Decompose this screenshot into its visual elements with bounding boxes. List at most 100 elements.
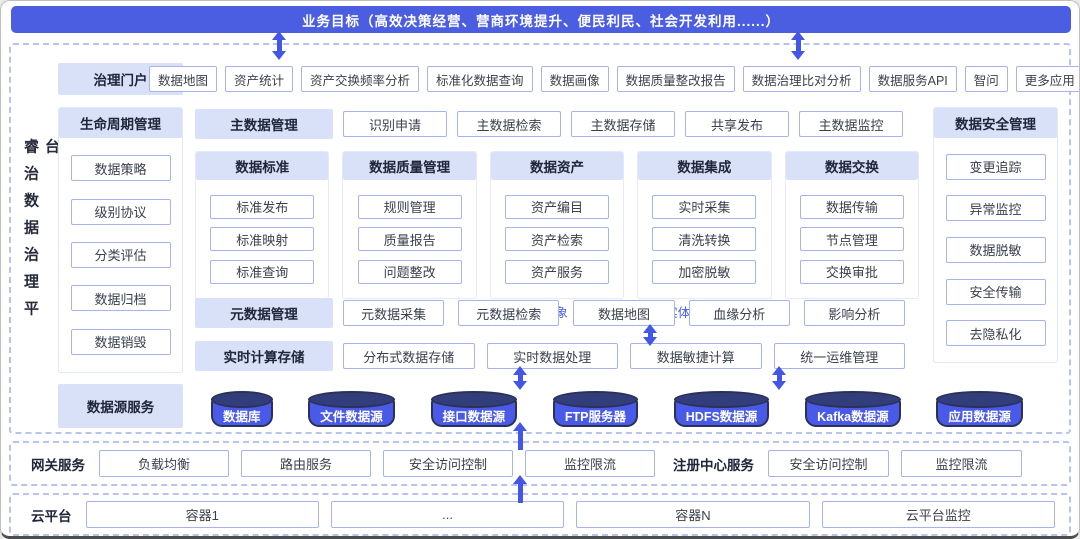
module-box: 元数据采集 <box>343 300 445 326</box>
datasource-label: 文件数据源 <box>320 410 383 424</box>
module-box: 影响分析 <box>803 300 906 326</box>
module-group-data-asset: 数据资产 资产编目 资产检索 资产服务 检核对象 <box>489 151 625 320</box>
module-box: 数据传输 <box>799 194 904 219</box>
portal-item: 数据治理比对分析 <box>742 66 861 92</box>
module-box: 去隐私化 <box>945 320 1046 347</box>
module-box: 分类评估 <box>70 241 171 268</box>
module-box: 主数据监控 <box>799 111 903 137</box>
portal-item: 数据地图 <box>149 66 218 92</box>
module-box: 数据销毁 <box>70 328 171 355</box>
datasource-label: 数据库 <box>223 410 261 424</box>
database-cylinder-icon: 接口数据源 <box>430 391 518 427</box>
up-arrow-icon <box>513 475 528 503</box>
container-box: 云平台监控 <box>821 501 1055 528</box>
datasource-label: FTP服务器 <box>564 410 626 424</box>
module-box: 安全传输 <box>945 278 1046 305</box>
master-data-header: 主数据管理 <box>195 109 333 139</box>
module-box: 共享发布 <box>685 111 789 137</box>
module-group-data-exchange: 数据交换 数据传输 节点管理 交换审批 <box>784 151 920 299</box>
database-cylinder-icon: HDFS数据源 <box>673 391 770 427</box>
service-box: 负载均衡 <box>99 450 229 477</box>
module-box: 异常监控 <box>945 195 1046 222</box>
service-box: 监控限流 <box>901 450 1022 477</box>
datasource-header: 数据源服务 <box>58 384 183 428</box>
service-box: 安全访问控制 <box>383 450 513 477</box>
cloud-platform-container: 云平台 容器1 ... 容器N 云平台监控 <box>9 493 1071 536</box>
portal-item: 智问 <box>964 66 1008 92</box>
portal-item: 标准化数据查询 <box>427 66 533 92</box>
service-box: 路由服务 <box>241 450 371 477</box>
security-group: 数据安全管理 变更追踪 异常监控 数据脱敏 安全传输 去隐私化 <box>933 107 1058 363</box>
database-cylinder-icon: 文件数据源 <box>308 391 395 427</box>
module-box: 实时采集 <box>652 194 757 219</box>
up-arrow-icon <box>513 422 528 450</box>
gateway-label: 网关服务 <box>31 457 85 473</box>
lifecycle-group: 生命周期管理 数据策略 级别协议 分类评估 数据归档 数据销毁 <box>58 107 183 373</box>
portal-item: 数据质量整改报告 <box>616 66 735 92</box>
service-box: 安全访问控制 <box>768 450 889 477</box>
datasource-label: 接口数据源 <box>442 410 506 424</box>
module-box: 清洗转换 <box>652 227 757 251</box>
module-box: 质量报告 <box>357 227 462 251</box>
module-box: 标准映射 <box>210 227 315 251</box>
double-arrow-icon <box>513 366 528 390</box>
module-box: 加密脱敏 <box>652 259 757 284</box>
module-group-header: 数据质量管理 <box>343 152 476 180</box>
module-box: 数据敏捷计算 <box>630 343 762 369</box>
portal-item: 更多应用 <box>1015 66 1079 92</box>
platform-container: 睿治数据治理平台 治理门户 数据地图 资产统计 资产交换频率分析 标准化数据查询… <box>9 43 1079 434</box>
registry-center-label: 注册中心服务 <box>673 457 754 473</box>
module-group-header: 数据集成 <box>638 152 771 180</box>
datasource-label: Kafka数据源 <box>817 410 889 424</box>
gateway-container: 网关服务 负载均衡 路由服务 安全访问控制 监控限流 注册中心服务 安全访问控制… <box>9 441 1071 486</box>
realtime-header: 实时计算存储 <box>195 341 333 371</box>
database-cylinder-icon: Kafka数据源 <box>805 391 901 427</box>
platform-title: 睿治数据治理平台 <box>22 137 60 327</box>
double-arrow-icon <box>772 366 787 390</box>
module-group-header: 数据交换 <box>785 152 919 180</box>
module-group-data-integration: 数据集成 实时采集 清洗转换 加密脱敏 实体定位 <box>637 151 772 320</box>
portal-item: 资产交换频率分析 <box>301 66 420 92</box>
module-group-header: 数据资产 <box>490 152 624 180</box>
business-goal-banner: 业务目标（高效决策经营、营商环境提升、便民利民、社会开发利用......） <box>11 6 1071 33</box>
portal-item: 数据画像 <box>540 66 609 92</box>
module-group-data-standard: 数据标准 标准发布 标准映射 标准查询 <box>195 151 330 299</box>
module-group-data-quality: 数据质量管理 规则管理 质量报告 问题整改 标准元数据 <box>342 151 477 320</box>
datasource-label: 应用数据源 <box>948 410 1011 424</box>
module-box: 资产服务 <box>505 259 610 284</box>
metadata-items-row: 元数据采集 元数据检索 数据地图 血缘分析 影响分析 <box>343 300 906 326</box>
double-arrow-icon <box>791 31 806 60</box>
portal-items-row: 数据地图 资产统计 资产交换频率分析 标准化数据查询 数据画像 数据质量整改报告… <box>149 66 1079 92</box>
service-box: 监控限流 <box>525 450 655 477</box>
module-box: 主数据存储 <box>571 111 675 137</box>
module-box: 数据归档 <box>70 285 171 312</box>
lifecycle-header: 生命周期管理 <box>59 108 182 138</box>
container-box: ... <box>330 501 565 528</box>
cloud-platform-label: 云平台 <box>31 508 72 524</box>
master-data-items-row: 识别申请 主数据检索 主数据存储 共享发布 主数据监控 <box>343 111 903 137</box>
module-box: 交换审批 <box>799 259 904 284</box>
module-box: 规则管理 <box>357 194 462 219</box>
module-box: 数据地图 <box>573 300 675 326</box>
module-box: 问题整改 <box>357 259 462 284</box>
module-box: 数据策略 <box>70 155 171 182</box>
module-box: 标准发布 <box>210 194 315 219</box>
metadata-header: 元数据管理 <box>195 298 333 328</box>
container-box: 容器N <box>576 501 810 528</box>
module-box: 资产编目 <box>505 194 610 219</box>
double-arrow-icon <box>643 324 658 346</box>
datasource-label: HDFS数据源 <box>685 410 758 424</box>
portal-item: 资产统计 <box>225 66 294 92</box>
security-header: 数据安全管理 <box>934 108 1057 138</box>
database-cylinder-icon: 数据库 <box>211 391 273 427</box>
module-box: 资产检索 <box>505 227 610 251</box>
double-arrow-icon <box>272 31 287 60</box>
business-goal-label: 业务目标（高效决策经营、营商环境提升、便民利民、社会开发利用......） <box>301 13 780 29</box>
module-group-header: 数据标准 <box>196 152 329 180</box>
module-box: 血缘分析 <box>688 300 790 326</box>
module-columns: 数据标准 标准发布 标准映射 标准查询 数据质量管理 规则管理 质量报告 问题整… <box>195 151 920 320</box>
module-box: 识别申请 <box>343 111 447 137</box>
module-box: 级别协议 <box>70 198 171 225</box>
realtime-items-row: 分布式数据存储 实时数据处理 数据敏捷计算 统一运维管理 <box>343 343 905 369</box>
